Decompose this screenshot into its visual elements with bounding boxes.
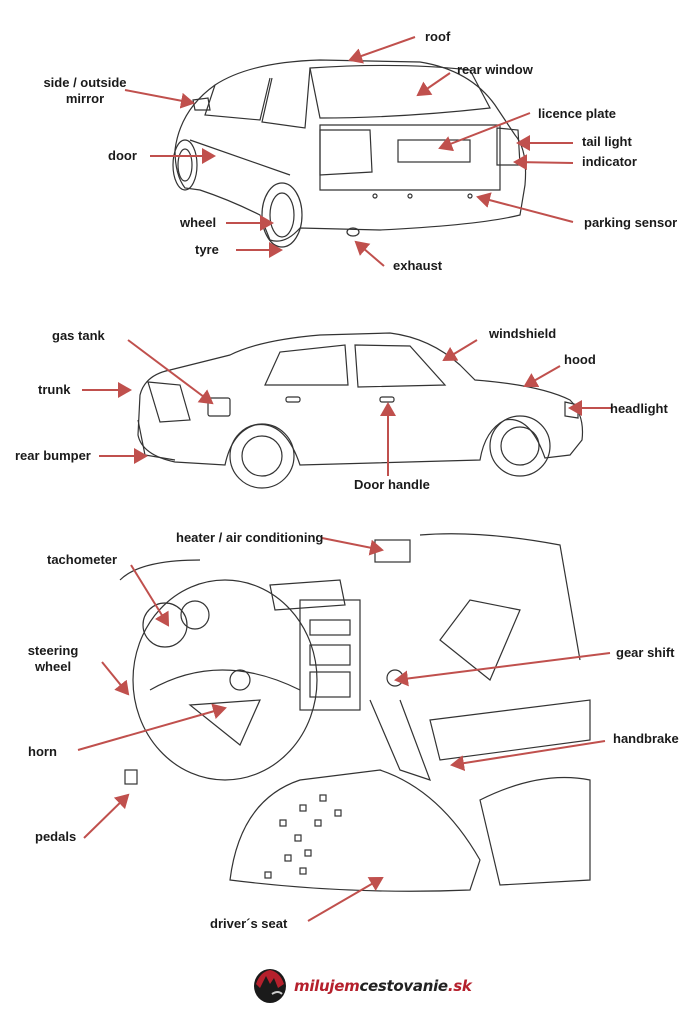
label-hood: hood xyxy=(564,352,596,367)
logo-text-sk: .sk xyxy=(447,977,472,995)
label-indicator: indicator xyxy=(582,154,637,169)
arrow-windshield xyxy=(442,339,478,362)
car-side-view-illustration xyxy=(137,332,584,489)
label-pedals: pedals xyxy=(35,829,77,844)
arrow-gas-tank xyxy=(127,339,214,405)
label-heater-air-conditioning: heater / air conditioning xyxy=(176,530,324,545)
arrow-indicator xyxy=(513,154,574,171)
label-horn: horn xyxy=(28,744,57,759)
label-gear-shift: gear shift xyxy=(616,645,675,660)
label-door-handle: Door handle xyxy=(354,477,430,492)
label-exhaust: exhaust xyxy=(393,258,443,273)
logo-text-milujem: milujem xyxy=(294,977,360,995)
arrow-exhaust xyxy=(354,240,385,267)
label-handbrake: handbrake xyxy=(613,731,679,746)
label-side-mirror-line1: side / outside xyxy=(43,75,127,90)
arrow-rear-window xyxy=(416,72,451,97)
arrow-drivers-seat xyxy=(307,876,384,922)
label-rear-window: rear window xyxy=(457,62,533,77)
label-tail-light: tail light xyxy=(582,134,632,149)
arrow-gear-shift xyxy=(394,652,611,687)
label-parking-sensor: parking sensor xyxy=(584,215,678,230)
car-interior-illustration xyxy=(119,533,591,892)
label-side-mirror-line2: mirror xyxy=(65,91,105,106)
label-headlight: headlight xyxy=(610,401,668,416)
label-windshield: windshield xyxy=(489,326,557,341)
label-tyre: tyre xyxy=(195,242,219,257)
arrow-horn xyxy=(77,703,227,751)
arrow-heater xyxy=(321,537,384,556)
label-steering-wheel-line2: wheel xyxy=(34,659,72,674)
label-rear-bumper: rear bumper xyxy=(15,448,91,463)
label-door: door xyxy=(108,148,137,163)
car-rear-view-illustration xyxy=(172,59,527,248)
label-side-mirror: side / outside mirror xyxy=(30,75,140,107)
arrow-roof xyxy=(348,36,416,64)
arrow-handbrake xyxy=(450,740,606,772)
mountain-logo-icon xyxy=(254,969,286,1003)
arrow-hood xyxy=(523,365,561,387)
arrow-parking-sensor xyxy=(476,192,574,223)
arrow-steering-wheel xyxy=(101,661,130,696)
label-roof: roof xyxy=(425,29,451,44)
label-tachometer: tachometer xyxy=(47,552,118,567)
arrow-side-mirror xyxy=(124,89,195,109)
arrow-tachometer xyxy=(130,564,170,627)
logo-text: milujemcestovanie.sk xyxy=(294,977,472,995)
arrow-pedals xyxy=(83,793,130,839)
label-wheel: wheel xyxy=(180,215,217,230)
label-trunk: trunk xyxy=(38,382,71,397)
label-licence-plate: licence plate xyxy=(538,106,617,121)
arrow-licence-plate xyxy=(438,112,531,152)
label-steering-wheel: steering wheel xyxy=(18,643,88,675)
logo-text-cestovanie: cestovanie xyxy=(359,977,448,995)
site-logo[interactable]: milujemcestovanie.sk xyxy=(252,968,472,1004)
label-drivers-seat: driver´s seat xyxy=(210,916,288,931)
label-steering-wheel-line1: steering xyxy=(27,643,79,658)
label-gas-tank: gas tank xyxy=(52,328,105,343)
